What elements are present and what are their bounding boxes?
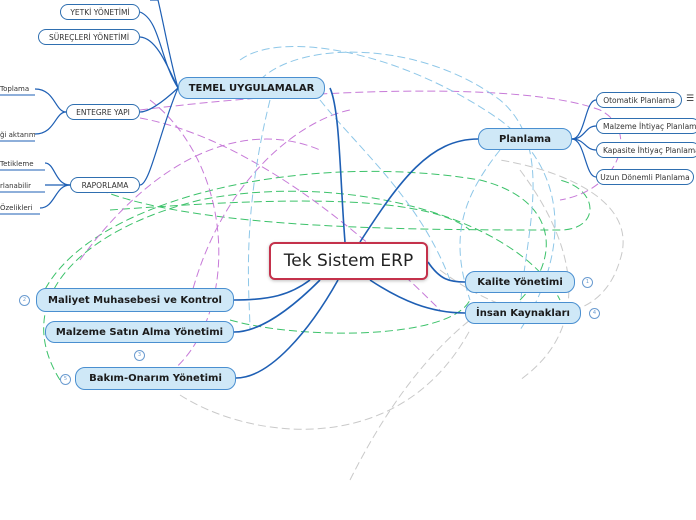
hamburger-menu-icon[interactable]: ☰ [686,94,695,104]
branch-temel-uygulamalar[interactable]: TEMEL UYGULAMALAR [178,77,325,99]
leaf-raporlama-2[interactable]: rlanabilir [0,180,45,192]
badge-kalite[interactable]: 1 [582,277,593,288]
central-node[interactable]: Tek Sistem ERP [269,242,428,280]
relation-line-green [39,170,547,301]
badge-number: 5 [63,376,68,382]
link-central-kalite [427,261,466,283]
subnode-label: RAPORLAMA [81,180,129,190]
subnode-label: SÜREÇLERİ YÖNETİMİ [48,32,130,42]
subnode-uzun-donemli-planlama[interactable]: Uzun Dönemli Planlama [596,169,694,185]
temel-sub-links [34,0,179,209]
branch-label: Malzeme Satın Alma Yönetimi [55,326,224,338]
link-central-insan [369,279,466,314]
relation-line-purple [149,99,220,381]
branch-label: Bakım-Onarım Yönetimi [89,373,222,384]
badge-insan[interactable]: 4 [589,308,600,319]
badge-malzeme[interactable]: 3 [134,350,145,361]
subnode-label: YETKİ YÖNETİMİ [70,7,130,17]
subnode-entegre-yapi[interactable]: ENTEGRE YAPI [66,104,140,120]
relation-line-gray [179,329,471,430]
central-label: Tek Sistem ERP [283,251,414,271]
subnode-yetki-yonetimi[interactable]: YETKİ YÖNETİMİ [60,4,140,20]
relationship-lines [39,46,624,481]
subnode-raporlama[interactable]: RAPORLAMA [70,177,140,193]
relation-line-green [99,179,591,231]
branch-label: Maliyet Muhasebesi ve Kontrol [48,294,222,306]
subnode-otomatik-planlama[interactable]: Otomatik Planlama [596,92,682,108]
relation-line-purple [139,90,622,201]
branch-bakim-onarim[interactable]: Bakım-Onarım Yönetimi [75,367,236,390]
subnode-surecleri-yonetimi[interactable]: SÜREÇLERİ YÖNETİMİ [38,29,140,45]
link-central-maliyet [233,279,311,301]
tree-links [233,87,479,379]
relation-line-purple [79,138,321,261]
branch-label: Planlama [499,133,551,145]
relation-line-green [229,299,471,334]
branch-label: Kalite Yönetimi [477,276,563,288]
badge-bakim[interactable]: 5 [60,374,71,385]
badge-number: 1 [585,279,590,285]
leaf-entegre-2[interactable]: ği aktarımı [0,129,35,141]
leaf-raporlama-1[interactable]: Tetikleme [0,158,45,170]
relation-line-blue [247,99,271,331]
link-central-planlama [359,138,479,243]
leaf-label: ği aktarımı [0,131,35,139]
leaf-raporlama-3[interactable]: Özelikleri [0,202,40,214]
branch-insan-kaynaklari[interactable]: İnsan Kaynakları [465,302,581,324]
badge-number: 4 [592,310,597,316]
badge-number: 2 [22,297,27,303]
branch-malzeme-satin-alma[interactable]: Malzeme Satın Alma Yönetimi [45,321,234,343]
subnode-label: Malzeme İhtiyaç Planlaması [603,121,696,131]
relation-line-gray [349,319,471,481]
subnode-kapasite-ihtiyac-planlamasi[interactable]: Kapasite İhtiyaç Planlaması [596,142,696,158]
link-central-malzeme [233,279,321,333]
subnode-malzeme-ihtiyac-planlamasi[interactable]: Malzeme İhtiyaç Planlaması [596,118,696,134]
subnode-label: Otomatik Planlama [603,95,675,105]
relation-line-blue [239,46,556,331]
leaf-label: Özelikleri [0,204,33,212]
leaf-label: rlanabilir [0,182,31,190]
relation-line-purple [139,117,441,311]
branch-label: İnsan Kaynakları [476,307,570,319]
subnode-label: Kapasite İhtiyaç Planlaması [603,145,696,155]
branch-maliyet-muhasebesi[interactable]: Maliyet Muhasebesi ve Kontrol [36,288,234,312]
link-central-temel [329,87,346,243]
leaf-label: Tetikleme [0,160,34,168]
relation-line-green [43,190,561,381]
relation-line-gray [439,159,624,315]
planlama-sub-links [571,99,597,178]
link-central-bakim [235,279,339,379]
badge-number: 3 [137,352,142,358]
relation-line-blue [259,51,534,321]
branch-kalite-yonetimi[interactable]: Kalite Yönetimi [465,271,575,293]
leaf-underlines [0,94,45,215]
badge-maliyet[interactable]: 2 [19,295,30,306]
leaf-label: Toplama [0,85,30,93]
branch-label: TEMEL UYGULAMALAR [188,82,315,94]
subnode-label: ENTEGRE YAPI [76,107,130,117]
relation-line-blue [319,99,451,281]
leaf-entegre-1[interactable]: Toplama [0,83,35,95]
branch-planlama[interactable]: Planlama [478,128,572,150]
subnode-label: Uzun Dönemli Planlama [600,172,690,182]
